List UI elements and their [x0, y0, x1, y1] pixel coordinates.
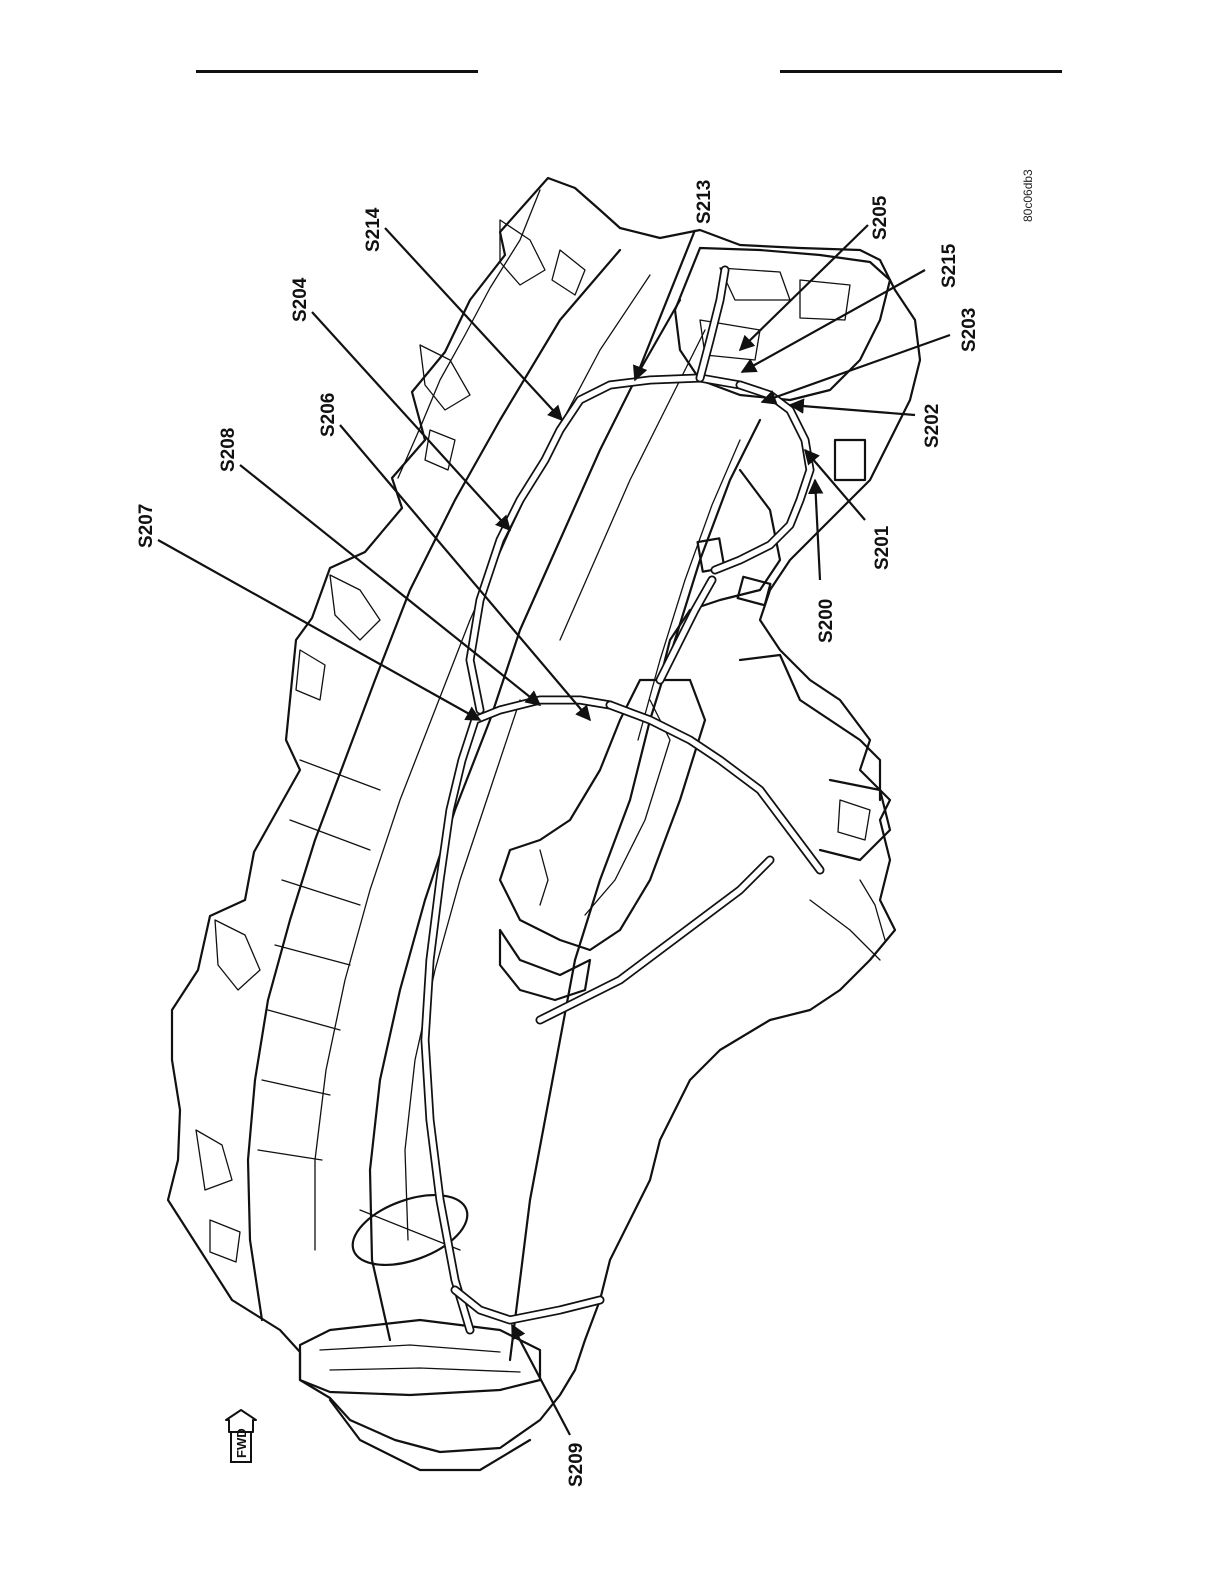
- label-s202: S202: [922, 404, 943, 448]
- label-s214: S214: [363, 207, 384, 252]
- label-s213: S213: [694, 180, 715, 224]
- label-s205: S205: [870, 195, 891, 240]
- label-s206: S206: [318, 393, 339, 437]
- label-s201: S201: [872, 525, 893, 570]
- label-s204: S204: [290, 277, 311, 322]
- wiring-harness: [425, 270, 820, 1330]
- fwd-label: FWD: [234, 1428, 249, 1458]
- leader-s204: [312, 312, 510, 530]
- label-s200: S200: [816, 599, 837, 643]
- figure-id: 80c06db3: [1021, 169, 1035, 222]
- label-s207: S207: [136, 504, 157, 548]
- fwd-arrow-icon: FWD: [226, 1410, 256, 1462]
- label-s215: S215: [939, 243, 960, 288]
- instrument-panel-drawing: [168, 178, 920, 1470]
- label-s208: S208: [218, 428, 239, 472]
- label-s203: S203: [959, 308, 980, 352]
- callout-labels: S207 S208 S206 S204 S214 S213 S205 S215 …: [136, 180, 980, 1487]
- leader-s205: [740, 225, 868, 350]
- leader-s207: [158, 540, 480, 720]
- label-s209: S209: [566, 1443, 587, 1487]
- leader-s202: [790, 405, 915, 415]
